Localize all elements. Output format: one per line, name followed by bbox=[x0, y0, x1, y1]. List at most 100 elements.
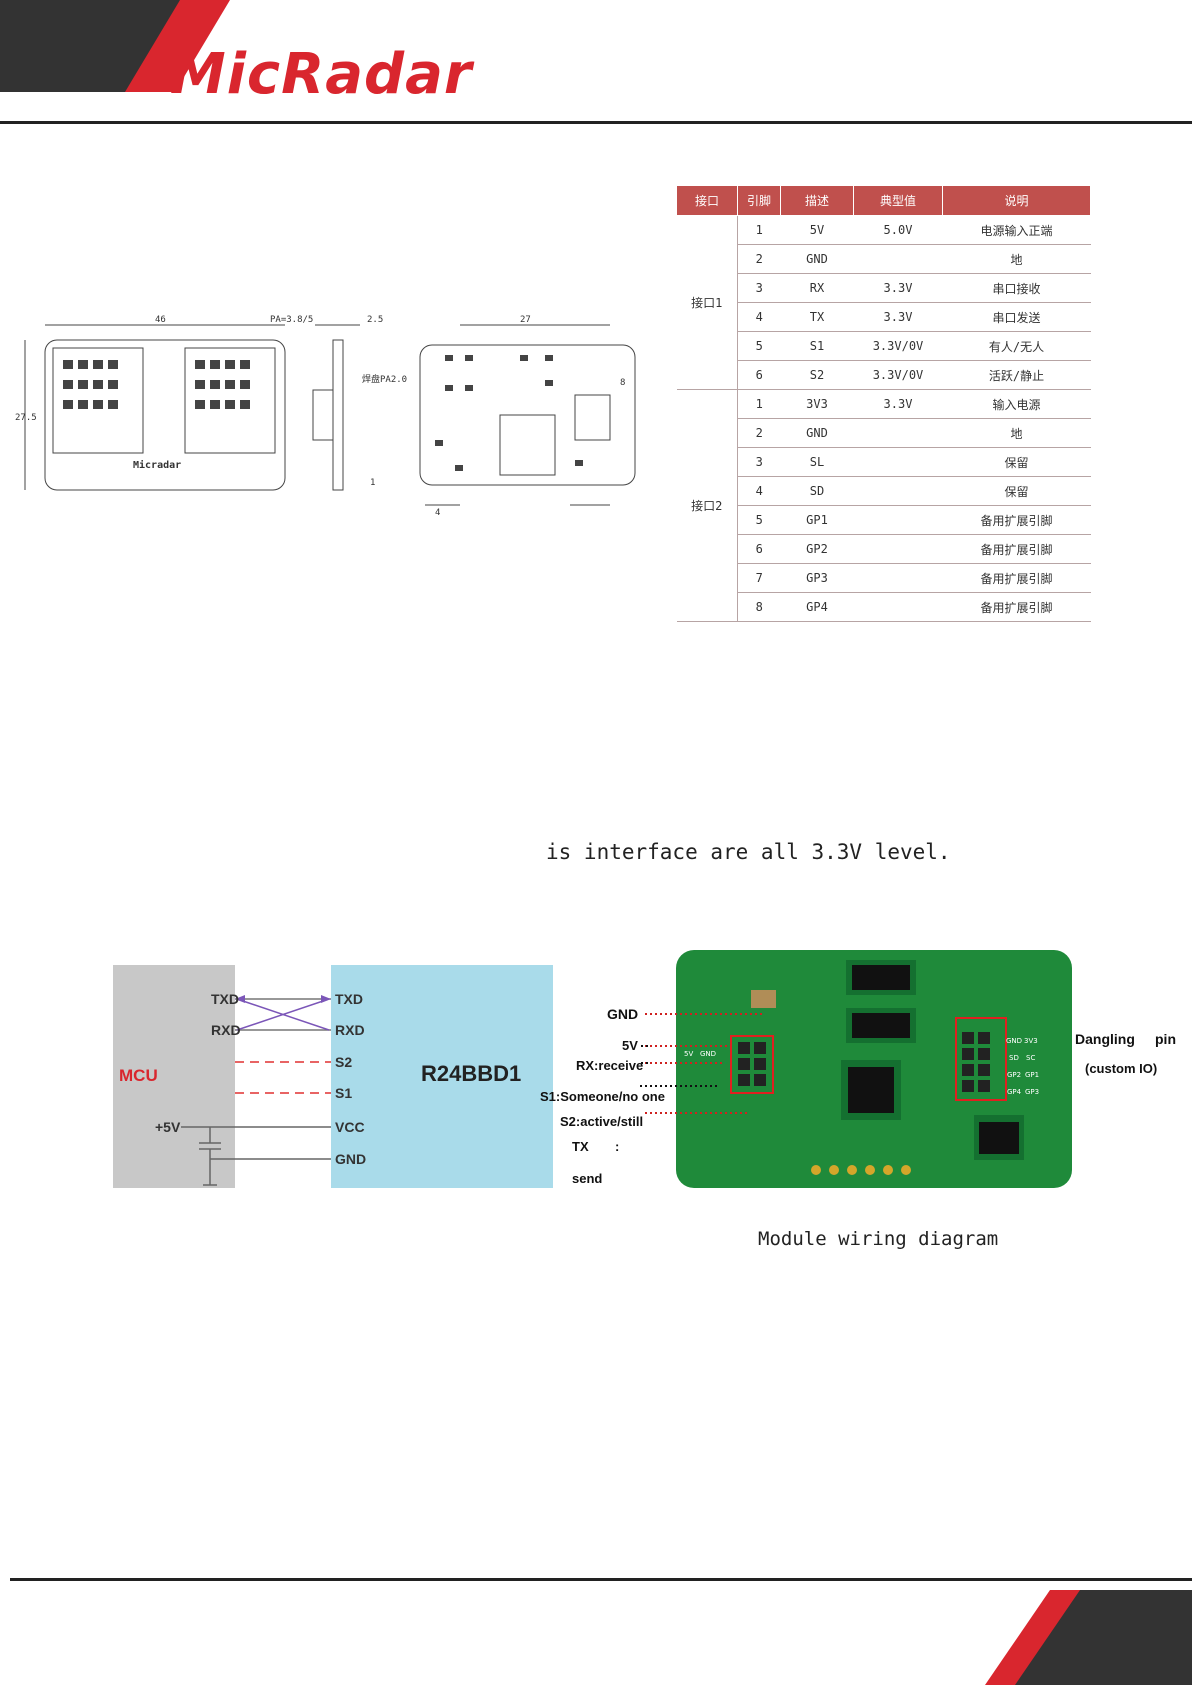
footer-banner bbox=[985, 1590, 1192, 1685]
silk-sc: SC bbox=[1026, 1054, 1035, 1062]
table-cell: 5 bbox=[737, 505, 781, 535]
table-cell: 3V3 bbox=[780, 389, 854, 419]
table-cell bbox=[853, 534, 943, 564]
silk-gp1: GP1 bbox=[1025, 1071, 1039, 1079]
table-cell bbox=[853, 592, 943, 622]
chip-gnd-label: GND bbox=[335, 1151, 366, 1167]
col-desc: 描述 bbox=[780, 185, 854, 216]
dim-width-back: 27 bbox=[520, 315, 531, 325]
table-cell: 3 bbox=[737, 447, 781, 477]
chip-s2-label: S2 bbox=[335, 1054, 352, 1070]
label-rx: RX:receive bbox=[576, 1058, 644, 1073]
chip-vcc-label: VCC bbox=[335, 1119, 365, 1135]
table-cell bbox=[853, 244, 943, 274]
table-cell: 保留 bbox=[942, 447, 1091, 477]
table-cell: 6 bbox=[737, 534, 781, 564]
table-cell: 地 bbox=[942, 418, 1091, 448]
table-cell: GP4 bbox=[780, 592, 854, 622]
chip-rxd-label: RXD bbox=[335, 1022, 365, 1038]
mechanical-drawing: 46 PA=3.8/5 2.5 27 27.5 4 8 1 焊盘PA2.0 Mi… bbox=[15, 315, 636, 518]
dangling-title: Dangling bbox=[1075, 1031, 1135, 1047]
dim-height: 27.5 bbox=[15, 413, 37, 423]
table-cell: S1 bbox=[780, 331, 854, 361]
silk-gnd-left: GND bbox=[700, 1050, 716, 1058]
table-cell: 有人/无人 bbox=[942, 331, 1091, 361]
table-cell: 串口发送 bbox=[942, 302, 1091, 332]
silk-gp2: GP2 bbox=[1007, 1071, 1021, 1079]
dim-width-front: 46 bbox=[155, 315, 166, 325]
silk-gp4: GP4 bbox=[1007, 1088, 1022, 1096]
table-cell: 3.3V bbox=[853, 273, 943, 303]
level-note: is interface are all 3.3V level. bbox=[546, 840, 951, 864]
table-cell: 备用扩展引脚 bbox=[942, 534, 1091, 564]
table-cell: 电源输入正端 bbox=[942, 215, 1091, 245]
table-cell: 活跃/静止 bbox=[942, 360, 1091, 390]
mcu-txd-label: TXD bbox=[211, 991, 239, 1007]
dim-thickness: 2.5 bbox=[367, 315, 383, 325]
label-5v: 5V bbox=[622, 1038, 638, 1053]
col-note: 说明 bbox=[942, 185, 1091, 216]
table-cell bbox=[853, 563, 943, 593]
mcu-rxd-label: RXD bbox=[211, 1022, 241, 1038]
table-cell: 输入电源 bbox=[942, 389, 1091, 419]
label-s2: S2:active/still bbox=[560, 1114, 644, 1129]
silk-5v: 5V bbox=[684, 1050, 693, 1058]
col-typical: 典型值 bbox=[853, 185, 943, 216]
table-cell: 备用扩展引脚 bbox=[942, 505, 1091, 535]
chip-s1-label: S1 bbox=[335, 1085, 352, 1101]
table-cell: 3.3V/0V bbox=[853, 331, 943, 361]
module-board-image: GND 3V3 SD SC GP2 GP1 GP4 GP3 5V GND bbox=[676, 950, 1072, 1188]
table-cell: 地 bbox=[942, 244, 1091, 274]
table-cell: 串口接收 bbox=[942, 273, 1091, 303]
table-cell: 2 bbox=[737, 244, 781, 274]
module-caption: Module wiring diagram bbox=[758, 1228, 999, 1250]
col-pin: 引脚 bbox=[737, 185, 781, 216]
label-gnd: GND bbox=[607, 1006, 639, 1022]
header-banner bbox=[0, 0, 230, 92]
table-cell bbox=[853, 447, 943, 477]
table-cell: GND bbox=[780, 418, 854, 448]
table-cell: SL bbox=[780, 447, 854, 477]
table-cell: TX bbox=[780, 302, 854, 332]
dim-offset-right: 8 bbox=[620, 378, 625, 388]
silk-3v3: 3V3 bbox=[1024, 1037, 1038, 1045]
interface-group-cell: 接口2 bbox=[676, 389, 738, 622]
label-s1: S1:Someone/no one bbox=[540, 1089, 665, 1104]
drawing-logo: Micradar bbox=[133, 459, 181, 471]
table-cell: 4 bbox=[737, 476, 781, 506]
label-tx-colon: : bbox=[615, 1139, 620, 1154]
board-callouts bbox=[640, 1013, 765, 1114]
dim-pitch: PA=3.8/5 bbox=[270, 315, 313, 325]
table-cell: GP3 bbox=[780, 563, 854, 593]
table-cell: 8 bbox=[737, 592, 781, 622]
table-cell: 备用扩展引脚 bbox=[942, 592, 1091, 622]
silk-gp3: GP3 bbox=[1025, 1088, 1039, 1096]
table-cell: 1 bbox=[737, 215, 781, 245]
table-cell: 3 bbox=[737, 273, 781, 303]
chip-txd-label: TXD bbox=[335, 991, 363, 1007]
col-interface: 接口 bbox=[676, 185, 738, 216]
table-cell: GP1 bbox=[780, 505, 854, 535]
table-cell bbox=[853, 418, 943, 448]
table-cell: GND bbox=[780, 244, 854, 274]
table-cell: 4 bbox=[737, 302, 781, 332]
supply-label: +5V bbox=[155, 1119, 181, 1135]
brand-logo: MicRadar bbox=[170, 42, 473, 107]
table-cell: 2 bbox=[737, 418, 781, 448]
dangling-pin: pin bbox=[1155, 1031, 1176, 1047]
label-send: send bbox=[572, 1171, 603, 1186]
table-cell: 5 bbox=[737, 331, 781, 361]
table-cell: 3.3V bbox=[853, 302, 943, 332]
